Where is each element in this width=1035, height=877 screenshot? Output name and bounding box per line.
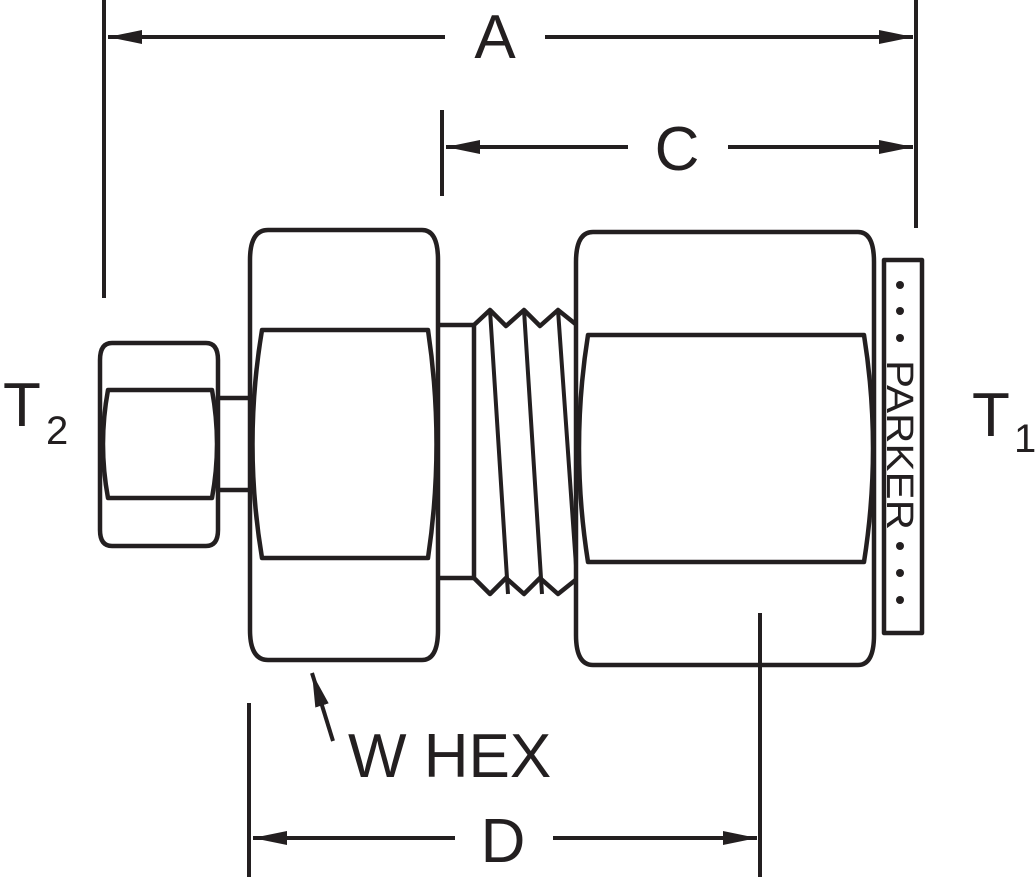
dimension-d-label: D — [481, 807, 526, 876]
svg-text:T: T — [3, 371, 41, 440]
port-t2-label: T 2 — [3, 371, 68, 453]
dimension-c: C — [440, 110, 913, 196]
threaded-body — [433, 307, 581, 597]
svg-text:2: 2 — [46, 409, 68, 453]
w-hex-label: W HEX — [348, 722, 551, 791]
dimension-c-label: C — [655, 115, 700, 184]
body-hex-nut — [573, 229, 877, 668]
svg-text:T: T — [972, 381, 1010, 450]
dimension-a-label: A — [474, 3, 516, 72]
port-t1-label: T 1 — [972, 381, 1035, 461]
svg-text:1: 1 — [1014, 417, 1035, 461]
parker-marking-band: PARKER — [878, 257, 925, 636]
leader-arrow — [310, 672, 335, 742]
dimension-a: A — [102, 0, 918, 298]
w-hex-nut — [247, 227, 441, 663]
w-hex-callout: W HEX — [310, 672, 551, 791]
parker-brand-text: PARKER — [878, 360, 920, 530]
small-nut — [97, 340, 221, 549]
dot-marks — [896, 281, 904, 604]
